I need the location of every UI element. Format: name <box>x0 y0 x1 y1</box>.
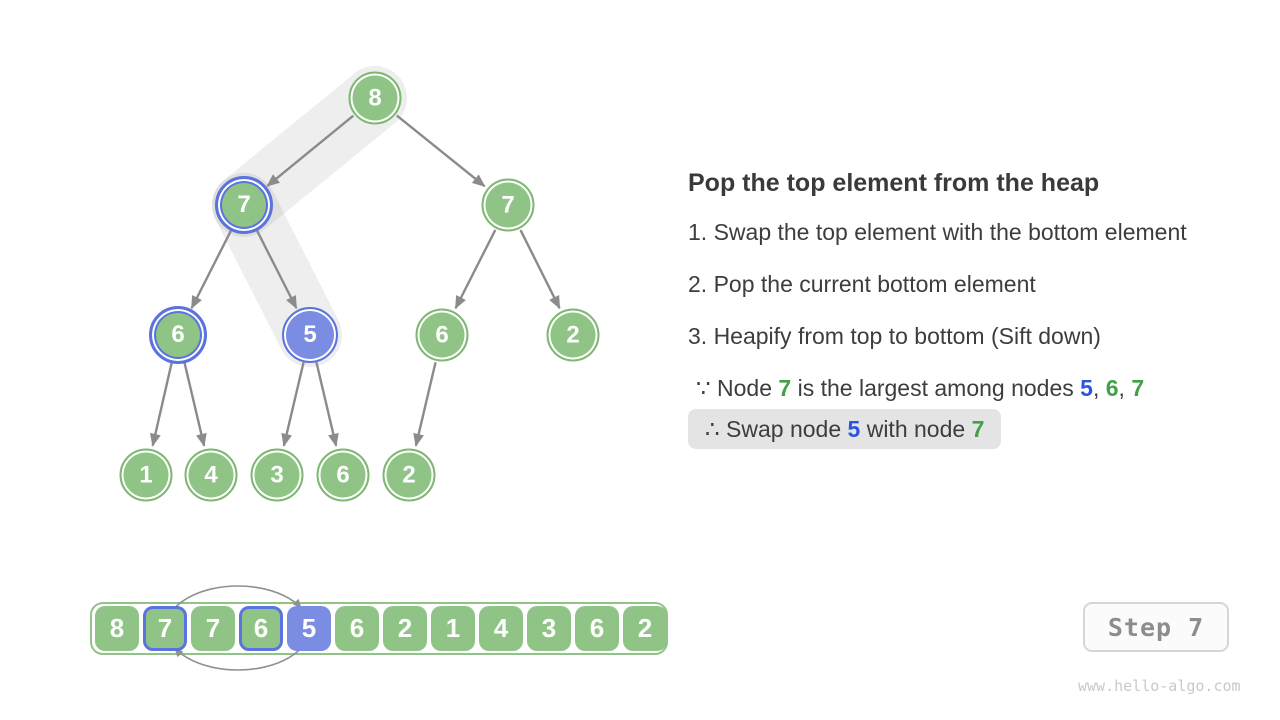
step-2-text: 2. Pop the current bottom element <box>688 271 1036 297</box>
tree-node-6: 6 <box>415 308 469 362</box>
array-cell-7: 1 <box>431 606 475 651</box>
tree-node-2: 2 <box>382 448 436 502</box>
array-cell-8: 4 <box>479 606 523 651</box>
array-cell-4: 5 <box>287 606 331 651</box>
array-cell-6: 2 <box>383 606 427 651</box>
tree-node-6: 6 <box>149 306 207 364</box>
panel-title: Pop the top element from the heap <box>688 169 1100 197</box>
array-cell-2: 7 <box>191 606 235 651</box>
array-cell-11: 2 <box>623 606 667 651</box>
step-1-text: 1. Swap the top element with the bottom … <box>688 219 1187 245</box>
watermark: www.hello-algo.com <box>1078 677 1241 695</box>
tree-node-4: 4 <box>184 448 238 502</box>
tree-node-7: 7 <box>215 176 273 234</box>
tree-edge-arrows <box>149 114 561 447</box>
array-cell-5: 6 <box>335 606 379 651</box>
tree-node-2: 2 <box>546 308 600 362</box>
tree-node-3: 3 <box>250 448 304 502</box>
array-cell-10: 6 <box>575 606 619 651</box>
conclusion-box: ∴ Swap node 5 with node 7 <box>688 409 1002 449</box>
array-cell-1: 7 <box>143 606 187 651</box>
explanation-panel: Pop the top element from the heap 1. Swa… <box>688 168 1248 449</box>
array-cell-3: 6 <box>239 606 283 651</box>
array-cell-0: 8 <box>95 606 139 651</box>
because-line: ∵ Node 7 is the largest among nodes 5, 6… <box>696 375 1145 401</box>
tree-node-1: 1 <box>119 448 173 502</box>
tree-node-5: 5 <box>282 307 338 363</box>
array-cell-9: 3 <box>527 606 571 651</box>
step-3-text: 3. Heapify from top to bottom (Sift down… <box>688 323 1101 349</box>
tree-node-7: 7 <box>481 178 535 232</box>
step-badge: Step 7 <box>1083 602 1229 652</box>
tree-node-8: 8 <box>348 71 402 125</box>
tree-node-6: 6 <box>316 448 370 502</box>
